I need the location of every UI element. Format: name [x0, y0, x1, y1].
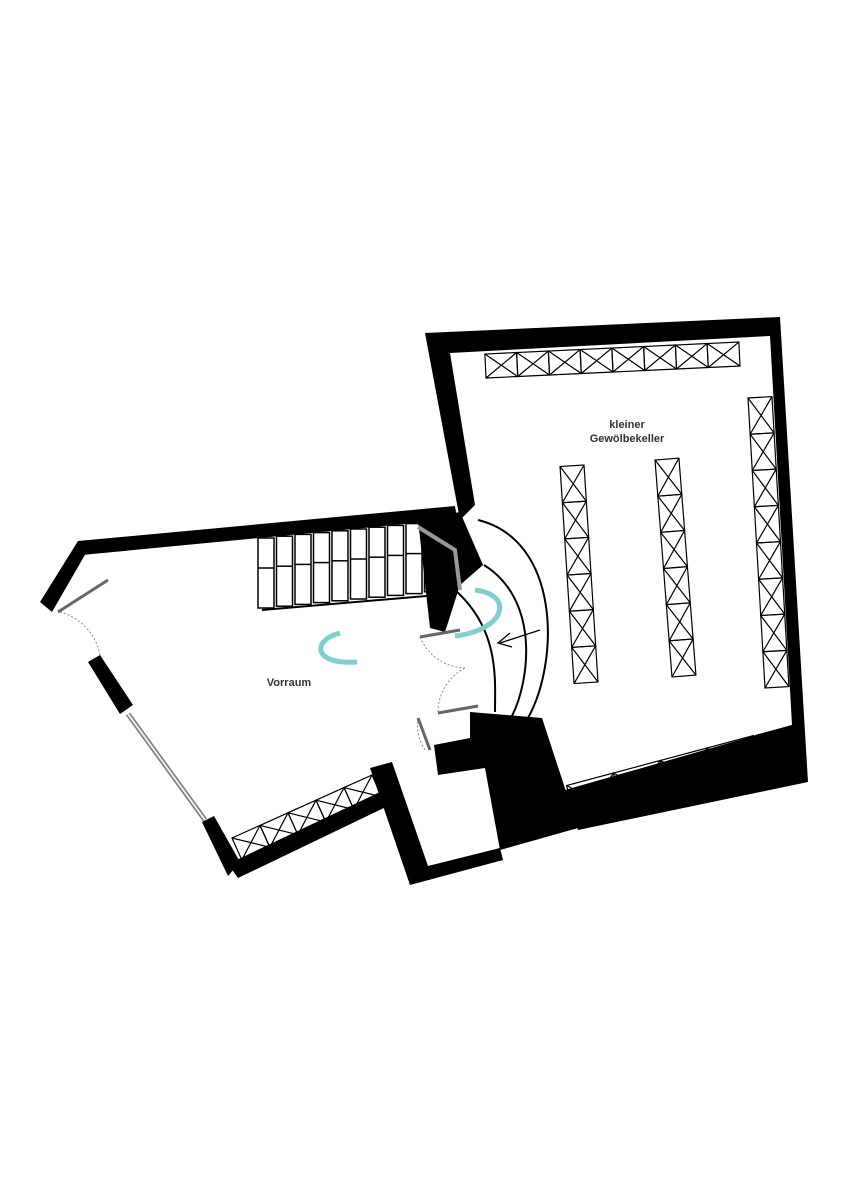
stair-step — [349, 528, 368, 600]
shelf-anteroom — [231, 774, 383, 861]
door-pillar — [418, 512, 483, 632]
shelf-bottom — [565, 734, 766, 829]
stair-step — [294, 533, 312, 606]
cellar-label-line2: Gewölbekeller — [590, 433, 665, 445]
central-wall-block — [434, 712, 578, 850]
stair-step — [275, 535, 294, 607]
stair-step — [331, 530, 349, 602]
cellar-walls — [425, 317, 808, 830]
stair-step — [368, 526, 386, 598]
cellar-corner-block — [755, 725, 800, 780]
stair-step — [423, 521, 442, 593]
anteroom-left-wall — [40, 541, 86, 612]
anteroom-bottom-left-wall — [202, 816, 240, 876]
stair-step — [257, 537, 275, 609]
shelves — [231, 341, 790, 861]
small-room-walls — [370, 762, 503, 885]
door-leaves — [57, 578, 479, 751]
anteroom-label: Vorraum — [267, 677, 312, 689]
stair-step — [405, 522, 423, 595]
shelf-middle-left — [559, 464, 599, 685]
staircase — [257, 521, 462, 611]
doors — [59, 611, 466, 751]
shelf-right — [747, 395, 790, 689]
accent-arc-left — [318, 630, 358, 665]
anteroom-top-wall — [78, 506, 457, 555]
anteroom-bottom-wall — [228, 792, 388, 878]
spiral-stair — [454, 519, 549, 719]
stair-step — [312, 531, 331, 604]
shelf-top — [484, 341, 741, 379]
stair-step — [386, 524, 405, 597]
direction-arrow-icon — [496, 629, 541, 648]
cellar-label-line1: kleiner — [609, 419, 645, 431]
shelf-middle-right — [654, 457, 697, 678]
anteroom-lower-left-wall — [88, 655, 133, 714]
accent-arc-right — [454, 587, 503, 639]
